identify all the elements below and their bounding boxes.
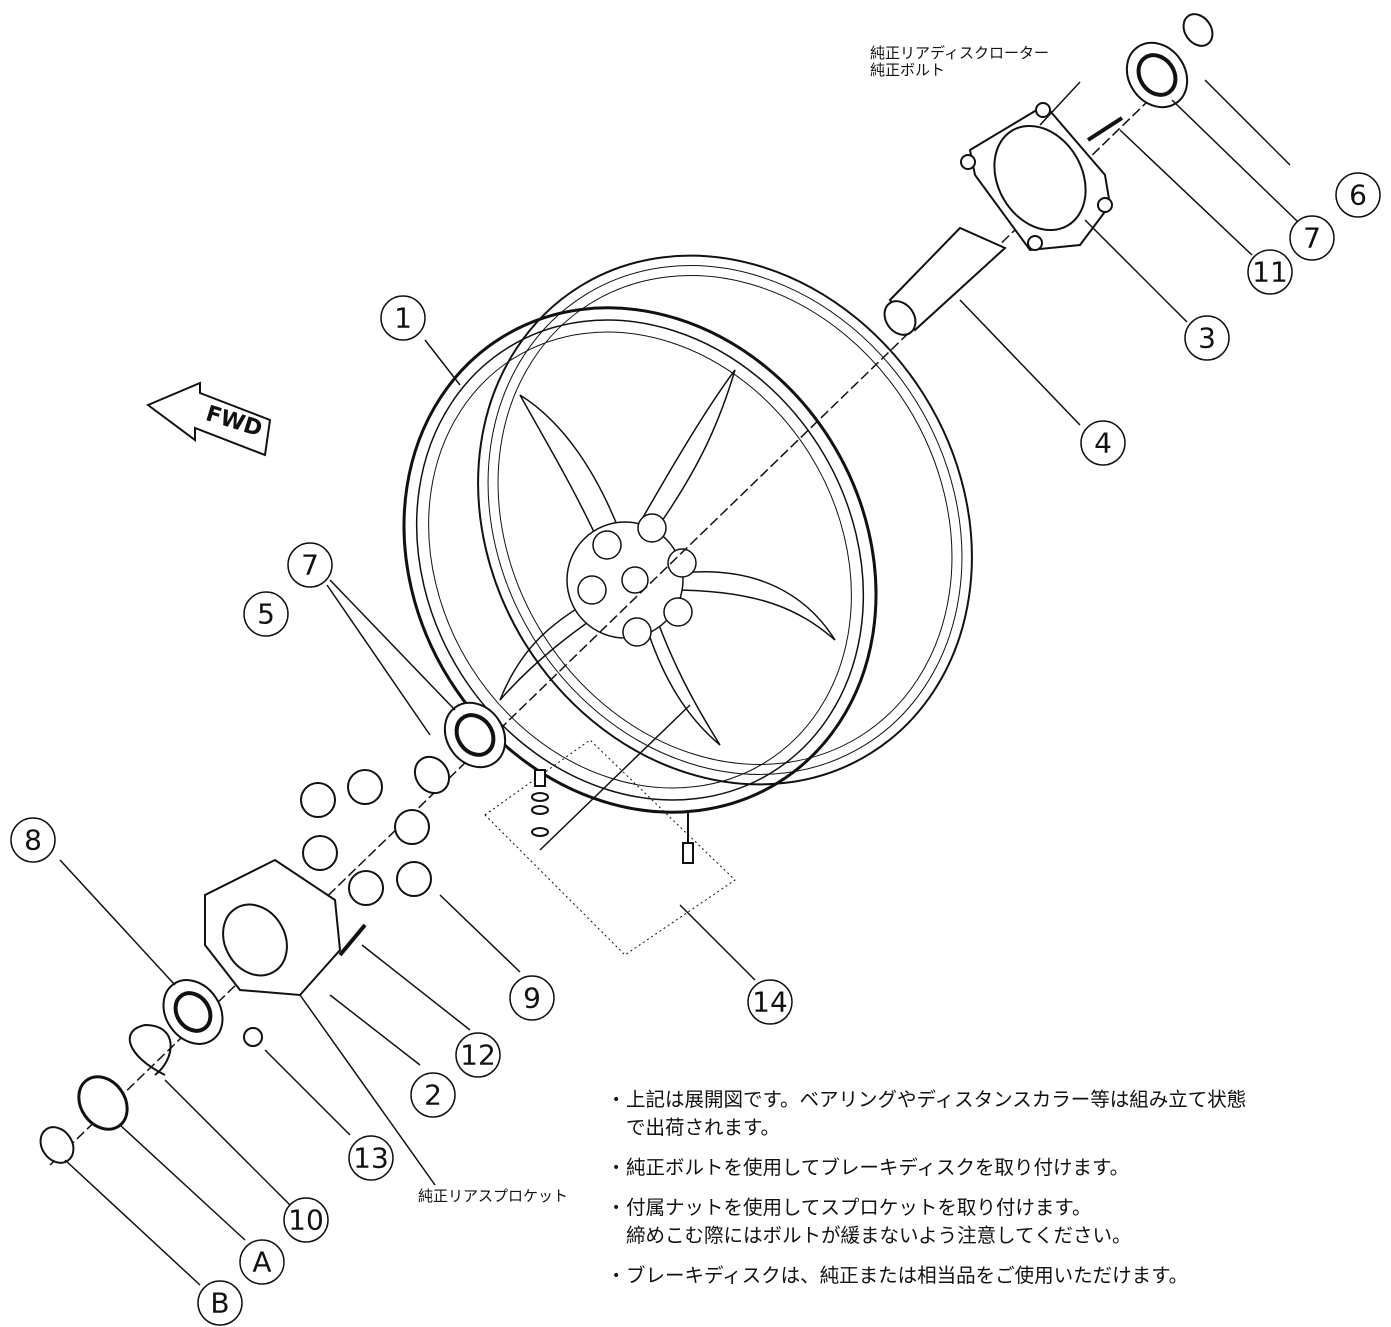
callout-12: 12 xyxy=(460,1039,496,1072)
fwd-arrow-icon: FWD xyxy=(146,381,272,457)
callout-13: 13 xyxy=(353,1142,389,1175)
bearing-lower-part xyxy=(413,701,507,795)
callout-8: 8 xyxy=(24,824,42,857)
rotor-label-line2: 純正ボルト xyxy=(870,61,946,79)
callout-3: 3 xyxy=(1198,322,1216,355)
note-text: 上記は展開図です。ベアリングやディスタンスカラー等は組み立て状態 で出荷されます… xyxy=(626,1088,1247,1139)
callout-B: B xyxy=(210,1287,229,1320)
wheel-rim xyxy=(402,254,973,814)
distance-collar-part xyxy=(883,226,1007,336)
valve-leader xyxy=(539,704,691,851)
bearing-8-part xyxy=(162,979,224,1045)
callout-9: 9 xyxy=(523,982,541,1015)
sprocket-carrier-part xyxy=(204,858,342,997)
note-text: 純正ボルトを使用してブレーキディスクを取り付けます。 xyxy=(626,1156,1130,1179)
sprocket-dampers-part xyxy=(300,769,432,906)
callout-6: 6 xyxy=(1349,179,1367,212)
wheel-hub xyxy=(566,513,697,647)
callout-7-upper: 7 xyxy=(1303,222,1321,255)
callout-10: 10 xyxy=(288,1204,324,1237)
collar-B-part xyxy=(39,1126,75,1164)
callout-4: 4 xyxy=(1094,427,1112,460)
rotor-label-line1: 純正リアディスクローター xyxy=(870,44,1049,62)
rotor-bolt-part xyxy=(1086,116,1124,142)
callout-circles xyxy=(10,172,1381,1326)
axle-centerline xyxy=(49,69,1181,1166)
rotor-label: 純正リアディスクローター 純正ボルト xyxy=(870,45,1049,79)
sprocket-label: 純正リアスプロケット xyxy=(418,1187,569,1205)
callout-11: 11 xyxy=(1252,256,1288,289)
valve-stem-part xyxy=(531,769,694,864)
callout-A: A xyxy=(252,1246,271,1279)
callout-14: 14 xyxy=(752,986,788,1019)
disc-carrier-part xyxy=(960,102,1113,252)
note-item: 純正ボルトを使用してブレーキディスクを取り付けます。 xyxy=(612,1154,1391,1182)
callout-2: 2 xyxy=(424,1079,442,1112)
note-item: 上記は展開図です。ベアリングやディスタンスカラー等は組み立て状態 で出荷されます… xyxy=(612,1086,1391,1142)
seal-A-part xyxy=(77,1075,129,1131)
callout-7-lower: 7 xyxy=(301,549,319,582)
callout-1: 1 xyxy=(394,302,412,335)
notes-list: 上記は展開図です。ベアリングやディスタンスカラー等は組み立て状態 で出荷されます… xyxy=(612,1086,1391,1302)
valve-kit-outline xyxy=(484,739,736,956)
wheel-spokes xyxy=(499,369,836,746)
leader-lines xyxy=(59,79,1299,1286)
callout-numbers: 1 2 3 4 5 6 7 7 8 9 10 11 12 13 14 A B xyxy=(24,179,1367,1320)
circlip-part xyxy=(128,1023,172,1076)
sprocket-bolt-part xyxy=(338,923,367,957)
bearing-upper-part xyxy=(1125,13,1214,109)
sprocket-nut-part xyxy=(243,1027,263,1047)
callout-5: 5 xyxy=(257,598,275,631)
note-item: ブレーキディスクは、純正または相当品をご使用いただけます。 xyxy=(612,1262,1391,1290)
note-text: 付属ナットを使用してスプロケットを取り付けます。 締めこむ際にはボルトが緩まない… xyxy=(626,1196,1132,1247)
note-item: 付属ナットを使用してスプロケットを取り付けます。 締めこむ際にはボルトが緩まない… xyxy=(612,1194,1391,1250)
note-text: ブレーキディスクは、純正または相当品をご使用いただけます。 xyxy=(626,1264,1189,1287)
